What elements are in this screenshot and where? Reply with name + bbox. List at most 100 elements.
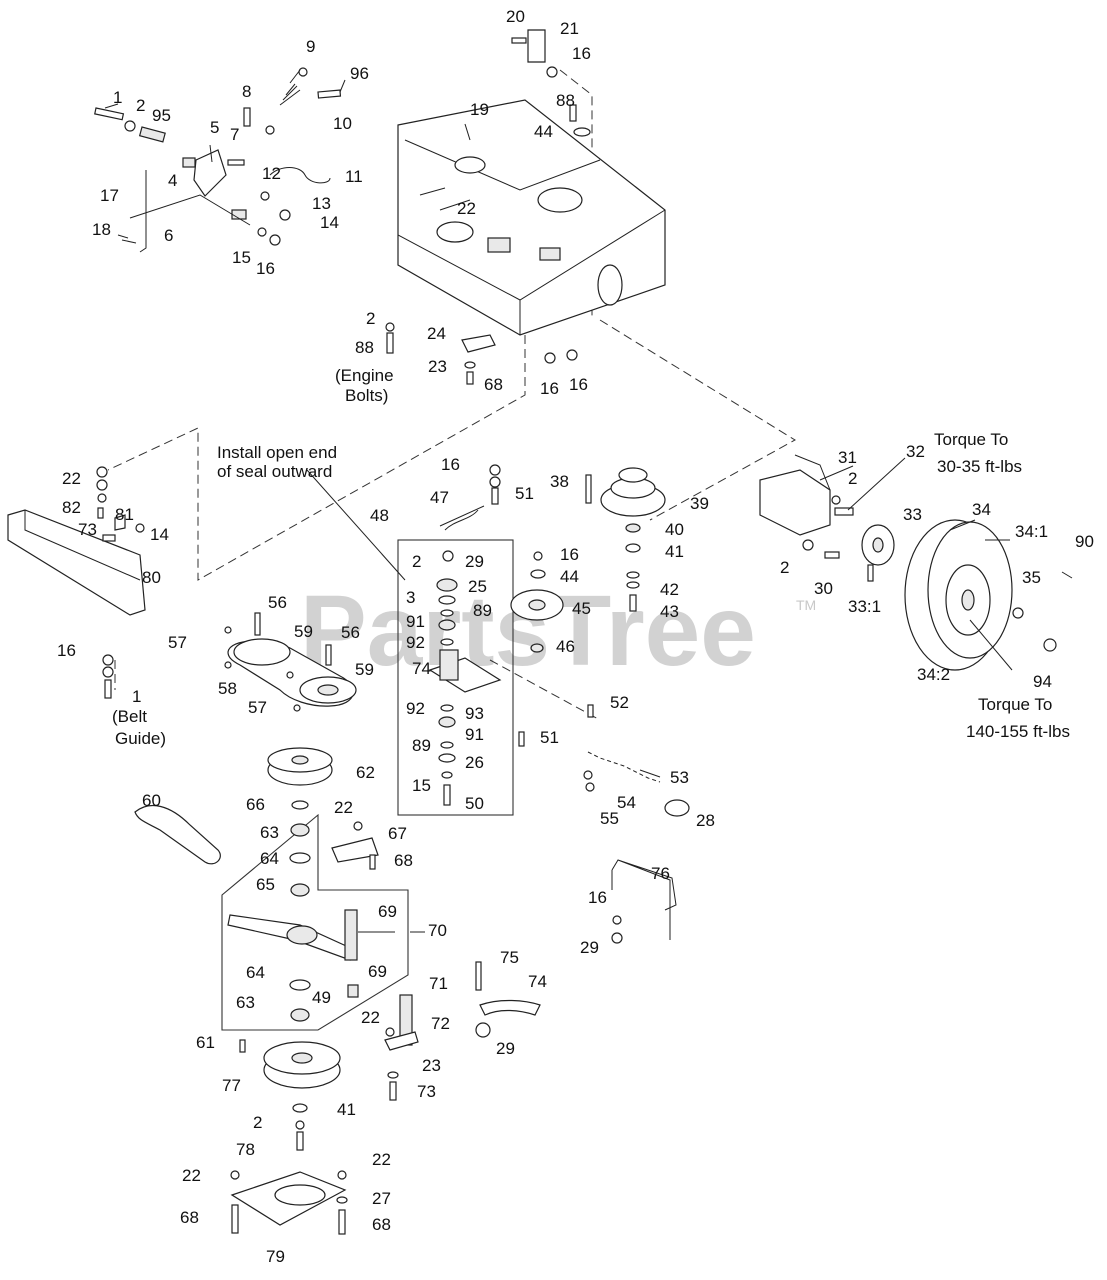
- callout: 73: [417, 1082, 436, 1101]
- callout: 55: [600, 809, 619, 828]
- bolt-1-part: [94, 107, 125, 121]
- callout: 21: [560, 19, 579, 38]
- callout-labels: 1 2 95 8 9 96 10 5 7 4 12 11 17 6 13 14 …: [57, 7, 1094, 1266]
- callout: 11: [345, 167, 363, 186]
- callout: 44: [560, 567, 579, 586]
- washer-2-part: [124, 120, 136, 132]
- lower-right-group: [475, 859, 677, 1038]
- callout: 2: [848, 469, 857, 488]
- callout: 68: [394, 851, 413, 870]
- callout: 17: [100, 186, 119, 205]
- callout: 22: [62, 469, 81, 488]
- callout: 44: [534, 122, 553, 141]
- bolt-8-part: [243, 107, 251, 127]
- callout: 34:1: [1015, 522, 1048, 541]
- chain-53-group: [518, 704, 690, 817]
- callout: 89: [412, 736, 431, 755]
- callout: 66: [246, 795, 265, 814]
- callout: 63: [260, 823, 279, 842]
- callout: 50: [465, 794, 484, 813]
- callout: 64: [260, 849, 279, 868]
- callout: 23: [428, 357, 447, 376]
- callout: 63: [236, 993, 255, 1012]
- washer-12-part: [260, 191, 270, 201]
- callout: 54: [617, 793, 636, 812]
- callout: 57: [248, 698, 267, 717]
- chassis-frame-19: [397, 99, 666, 336]
- callout: 76: [651, 864, 670, 883]
- bracket-5-part: [193, 149, 227, 197]
- callout: 68: [180, 1208, 199, 1227]
- callout: 68: [484, 375, 503, 394]
- callout: 2: [780, 558, 789, 577]
- callout: 74: [528, 972, 547, 991]
- callout: 77: [222, 1076, 241, 1095]
- nut-14-part: [279, 209, 291, 221]
- callout: 60: [142, 791, 161, 810]
- callout: 88: [355, 338, 374, 357]
- callout: 1: [132, 687, 141, 706]
- callout: 64: [246, 963, 265, 982]
- callout: 4: [168, 171, 177, 190]
- wheel-hub-group: [759, 454, 1073, 671]
- bracket-24-part: [461, 334, 496, 353]
- washer-15-part: [257, 227, 267, 237]
- callout: 95: [152, 106, 171, 125]
- callout: 51: [540, 728, 559, 747]
- callout: 3: [406, 588, 415, 607]
- callout: 22: [457, 199, 476, 218]
- callout: 71: [429, 974, 448, 993]
- callout: 58: [218, 679, 237, 698]
- callout: 52: [610, 693, 629, 712]
- callout: 26: [465, 753, 484, 772]
- engine-bolts-note-line1: (Engine: [335, 366, 394, 385]
- callout: 31: [838, 448, 857, 467]
- callout: 89: [473, 601, 492, 620]
- callout: 16: [560, 545, 579, 564]
- callout: 33:1: [848, 597, 881, 616]
- callout: 57: [168, 633, 187, 652]
- callout: 38: [550, 472, 569, 491]
- callout: 32: [906, 442, 925, 461]
- belt-60-part: [134, 804, 221, 865]
- callout: 79: [266, 1247, 285, 1266]
- torque-wheel-note-line2: 140-155 ft-lbs: [966, 722, 1070, 741]
- callout: 1: [113, 88, 122, 107]
- callout: 59: [294, 622, 313, 641]
- callout: 35: [1022, 568, 1041, 587]
- callout: 29: [496, 1039, 515, 1058]
- key-38-part: [585, 474, 592, 504]
- callout: 20: [506, 7, 525, 26]
- spring-10-part: [279, 83, 301, 106]
- callout: 59: [355, 660, 374, 679]
- band-74-part: [479, 999, 541, 1016]
- callout: 15: [412, 776, 431, 795]
- callout: 40: [665, 520, 684, 539]
- callout: 80: [142, 568, 161, 587]
- callout: 19: [470, 100, 489, 119]
- bracket-21-part: [527, 29, 546, 63]
- nut-16-part: [269, 234, 281, 246]
- callout: 62: [356, 763, 375, 782]
- lower-pulley-group: [134, 747, 419, 1101]
- callout: 16: [256, 259, 275, 278]
- callout: 6: [164, 226, 173, 245]
- callout: 70: [428, 921, 447, 940]
- callout: 69: [368, 962, 387, 981]
- callout: 48: [370, 506, 389, 525]
- callout: 22: [361, 1008, 380, 1027]
- install-seal-note-line2: of seal outward: [217, 462, 332, 481]
- callout: 91: [465, 725, 484, 744]
- nut-9b-part: [265, 125, 275, 135]
- spacer-4b-part: [231, 209, 247, 220]
- callout: 22: [182, 1166, 201, 1185]
- callout: 16: [57, 641, 76, 660]
- callout: 2: [136, 96, 145, 115]
- callout: 29: [465, 552, 484, 571]
- nut-16-top-part: [546, 66, 558, 78]
- callout: 16: [569, 375, 588, 394]
- callout: 27: [372, 1189, 391, 1208]
- callout: 96: [350, 64, 369, 83]
- callout: 88: [556, 91, 575, 110]
- callout: 92: [406, 699, 425, 718]
